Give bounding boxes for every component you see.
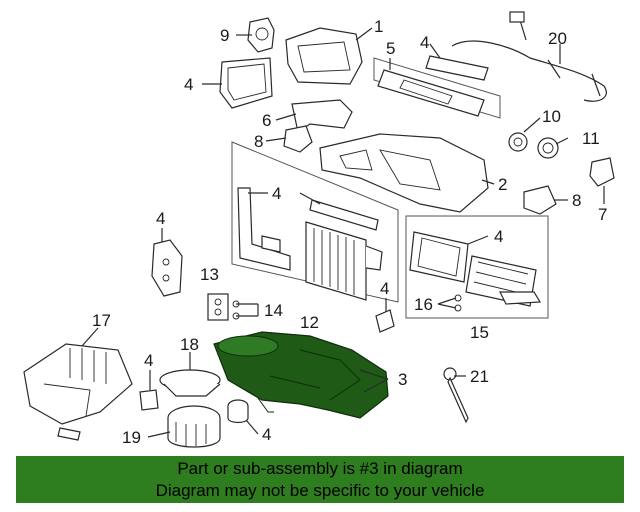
callout-8: 8 (572, 191, 581, 210)
part-9 (247, 17, 275, 53)
part-7 (589, 157, 615, 187)
callout-2: 2 (498, 175, 507, 194)
callout-20: 20 (548, 29, 567, 48)
part-2 (319, 133, 489, 213)
callout-9: 9 (220, 26, 229, 45)
callout-4: 4 (272, 184, 281, 203)
part-4-motor (227, 399, 249, 424)
part-13 (207, 293, 229, 321)
part-11 (537, 137, 559, 159)
part-17 (23, 343, 133, 441)
part-4-gasket-upper (219, 57, 273, 109)
callout-7: 7 (598, 205, 607, 224)
part-20 (451, 11, 607, 102)
part-21 (443, 367, 469, 424)
leader-lines (81, 27, 605, 438)
callout-16: 16 (414, 295, 433, 314)
callout-18: 18 (180, 335, 199, 354)
callout-4: 4 (420, 33, 429, 52)
part-4-small-gasket (139, 389, 159, 411)
callout-4: 4 (156, 209, 165, 228)
callout-4: 4 (262, 425, 271, 444)
part-4-frame (237, 187, 291, 271)
part-1 (285, 27, 363, 85)
part-15-heater-core (465, 255, 542, 307)
callout-4: 4 (494, 227, 503, 246)
part-5 (377, 69, 485, 117)
info-banner: Part or sub-assembly is #3 in diagram Di… (16, 456, 624, 503)
callout-17: 17 (92, 311, 111, 330)
part-16 (454, 294, 462, 312)
callout-4: 4 (184, 75, 193, 94)
callout-6: 6 (262, 111, 271, 130)
group-box-12 (231, 141, 399, 303)
part-4-heater-gasket (409, 231, 469, 283)
callout-5: 5 (386, 39, 395, 58)
callout-21: 21 (470, 367, 489, 386)
callout-4: 4 (144, 351, 153, 370)
part-8-right (523, 185, 557, 215)
callout-10: 10 (542, 107, 561, 126)
banner-line-part: Part or sub-assembly is #3 in diagram (177, 459, 463, 478)
callout-12: 12 (300, 313, 319, 332)
callout-3: 3 (398, 370, 407, 389)
part-4-clip (375, 309, 395, 333)
part-4-strip (309, 199, 379, 231)
part-8-upper (283, 125, 313, 153)
parts-diagram: 9 1 4 4 5 20 6 8 10 11 2 8 7 4 4 4 13 14… (23, 11, 615, 448)
part-19 (167, 405, 221, 448)
part-3-highlighted (213, 331, 389, 419)
callout-1: 1 (374, 17, 383, 36)
callout-15: 15 (470, 323, 489, 342)
part-4-seal (425, 55, 489, 81)
callout-8: 8 (254, 132, 263, 151)
group-box-15 (405, 215, 549, 319)
part-12-evaporator (305, 221, 383, 301)
callout-4: 4 (380, 279, 389, 298)
callout-11: 11 (582, 129, 600, 148)
callout-14: 14 (264, 301, 283, 320)
part-18 (159, 369, 221, 397)
banner-line-disclaimer: Diagram may not be specific to your vehi… (155, 481, 485, 500)
callout-19: 19 (122, 428, 141, 447)
part-4-left-seal (151, 239, 183, 297)
part-10 (508, 132, 528, 152)
callout-13: 13 (200, 265, 219, 284)
group-box-5 (373, 57, 501, 119)
